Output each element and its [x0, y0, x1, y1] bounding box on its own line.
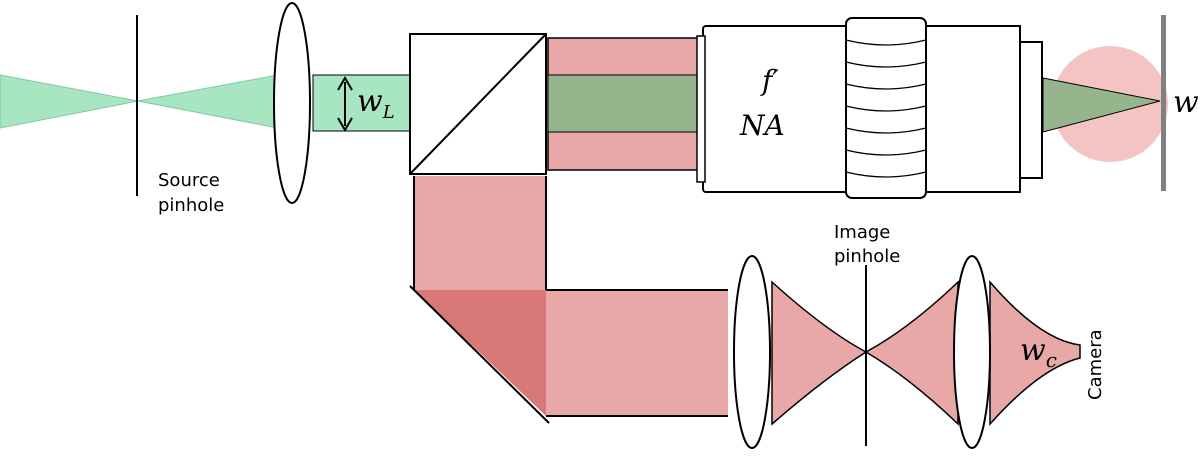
focusing-beam-to-image-pinhole	[771, 280, 868, 426]
focused-spot-cone	[1042, 77, 1161, 133]
microscope-objective-icon	[696, 17, 1043, 199]
source-expanding-beam	[137, 74, 279, 129]
w-sample-label: w	[1173, 85, 1199, 120]
sample-plane	[1161, 15, 1166, 191]
w-c-label: wc	[1020, 333, 1057, 372]
beam-splitter-cube	[409, 33, 547, 175]
return-beam-vertical	[414, 176, 546, 290]
detection-lens-1	[733, 255, 771, 449]
w-l-label: wL	[357, 84, 395, 123]
double-arrow-icon	[337, 76, 353, 132]
numerical-aperture-label: NA	[739, 109, 785, 142]
image-pinhole-label-2: pinhole	[834, 246, 900, 267]
image-pinhole-label: Image	[834, 222, 890, 243]
source-focusing-beam	[0, 74, 139, 129]
detection-lens-2	[953, 255, 991, 449]
collimating-lens	[273, 2, 311, 204]
source-pinhole-label-2: pinhole	[158, 195, 224, 216]
overlap-beam	[547, 74, 704, 133]
source-pinhole-label: Source	[158, 170, 220, 191]
expanding-beam-from-image-pinhole	[864, 280, 959, 426]
focal-length-label: f′	[760, 64, 779, 97]
fold-mirror	[409, 285, 550, 424]
return-beam-horizontal	[546, 290, 728, 416]
camera-label: Camera	[1085, 329, 1106, 400]
camera-focusing-beam	[989, 279, 1081, 426]
